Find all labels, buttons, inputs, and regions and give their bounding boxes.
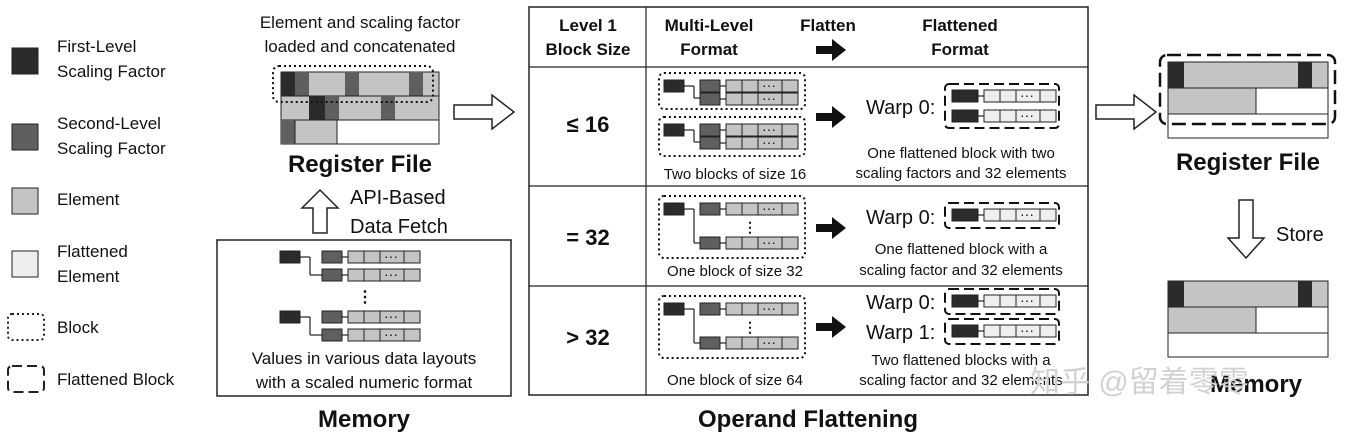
flattening-title: Operand Flattening — [698, 406, 918, 433]
header-col2-l2: Format — [680, 40, 738, 59]
row1-right-caption-l2: scaling factors and 32 elements — [856, 165, 1067, 182]
watermark: 知乎 @留着零零 — [1030, 366, 1249, 399]
row2-left-caption: One block of size 32 — [667, 263, 803, 280]
memory-box: ⋮ Values in various data layouts with a … — [216, 239, 512, 397]
legend-second-level-l1: Second-Level — [57, 114, 161, 133]
fetch-label-l2: Data Fetch — [350, 216, 448, 238]
row3-size: > 32 — [566, 325, 609, 350]
memory-right-title: Memory — [1210, 371, 1303, 398]
legend-swatch-block — [7, 313, 45, 341]
header-col4-l2: Format — [931, 40, 989, 59]
register-left-grid — [272, 65, 440, 145]
register-file-right: Register File Store — [1095, 53, 1337, 260]
flattening-table: Level 1 Block Size Multi-Level Format Fl… — [528, 6, 1089, 396]
legend-swatch-first-level — [11, 47, 39, 75]
register-left-caption-l2: loaded and concatenated — [265, 37, 456, 56]
legend-first-level-l1: First-Level — [57, 37, 136, 56]
row3-right-caption-l2: scaling factor and 32 elements — [859, 372, 1062, 389]
svg-text:⋮: ⋮ — [743, 219, 757, 235]
fetch-label-l1: API-Based — [350, 187, 446, 209]
legend-flattened-block: Flattened Block — [57, 370, 175, 389]
header-col4-l1: Flattened — [922, 16, 998, 35]
store-label: Store — [1276, 224, 1324, 246]
legend-swatch-flattened — [11, 250, 39, 278]
register-right-title: Register File — [1176, 149, 1320, 176]
legend-element: Element — [57, 190, 120, 209]
register-left-caption-l1: Element and scaling factor — [260, 13, 461, 32]
legend-swatch-flattened-block — [7, 365, 45, 393]
row1-warp0: Warp 0: — [866, 97, 935, 119]
register-file-left: Element and scaling factor loaded and co… — [260, 13, 515, 238]
row1-right-caption-l1: One flattened block with two — [867, 145, 1055, 162]
row3-warp1: Warp 1: — [866, 322, 935, 344]
row2-warp0: Warp 0: — [866, 207, 935, 229]
header-col2-l1: Multi-Level — [665, 16, 754, 35]
svg-text:⋮: ⋮ — [743, 319, 757, 335]
legend-block: Block — [57, 318, 99, 337]
memory-right: Memory — [1167, 280, 1329, 398]
row-gt32: > 32 ⋮ One block of size 64 Warp 0: Warp… — [566, 288, 1063, 389]
memory-title: Memory — [318, 406, 411, 433]
arrow-to-flattening — [453, 94, 515, 130]
legend: First-Level Scaling Factor Second-Level … — [7, 37, 175, 393]
row3-left-caption: One block of size 64 — [667, 372, 803, 389]
memory-caption-l2: with a scaled numeric format — [255, 373, 473, 392]
row2-right-caption-l1: One flattened block with a — [875, 241, 1048, 258]
store-arrow — [1226, 199, 1266, 260]
header-col1-l1: Level 1 — [559, 16, 617, 35]
row-eq32: = 32 ⋮ One block of size 32 Warp 0: One … — [566, 195, 1063, 280]
arrow-to-register-right — [1095, 94, 1157, 130]
header-col3: Flatten — [800, 16, 856, 35]
row1-size: ≤ 16 — [567, 112, 610, 137]
row3-warp0: Warp 0: — [866, 292, 935, 314]
legend-first-level-l2: Scaling Factor — [57, 62, 166, 81]
legend-flattened-l1: Flattened — [57, 242, 128, 261]
fetch-arrow — [300, 188, 340, 234]
row3-right-caption-l1: Two flattened blocks with a — [871, 352, 1051, 369]
register-left-title: Register File — [288, 151, 432, 178]
legend-swatch-second-level — [11, 123, 39, 151]
memory-ellipsis: ⋮ — [357, 289, 373, 306]
legend-flattened-l2: Element — [57, 267, 120, 286]
row2-size: = 32 — [566, 225, 609, 250]
header-col1-l2: Block Size — [545, 40, 630, 59]
row-le16: ≤ 16 Two blocks of size 16 Warp 0: — [567, 72, 1067, 183]
row1-left-caption: Two blocks of size 16 — [664, 166, 807, 183]
memory-caption-l1: Values in various data layouts — [252, 349, 477, 368]
legend-second-level-l2: Scaling Factor — [57, 139, 166, 158]
legend-swatch-element — [11, 187, 39, 215]
row2-right-caption-l2: scaling factor and 32 elements — [859, 262, 1062, 279]
